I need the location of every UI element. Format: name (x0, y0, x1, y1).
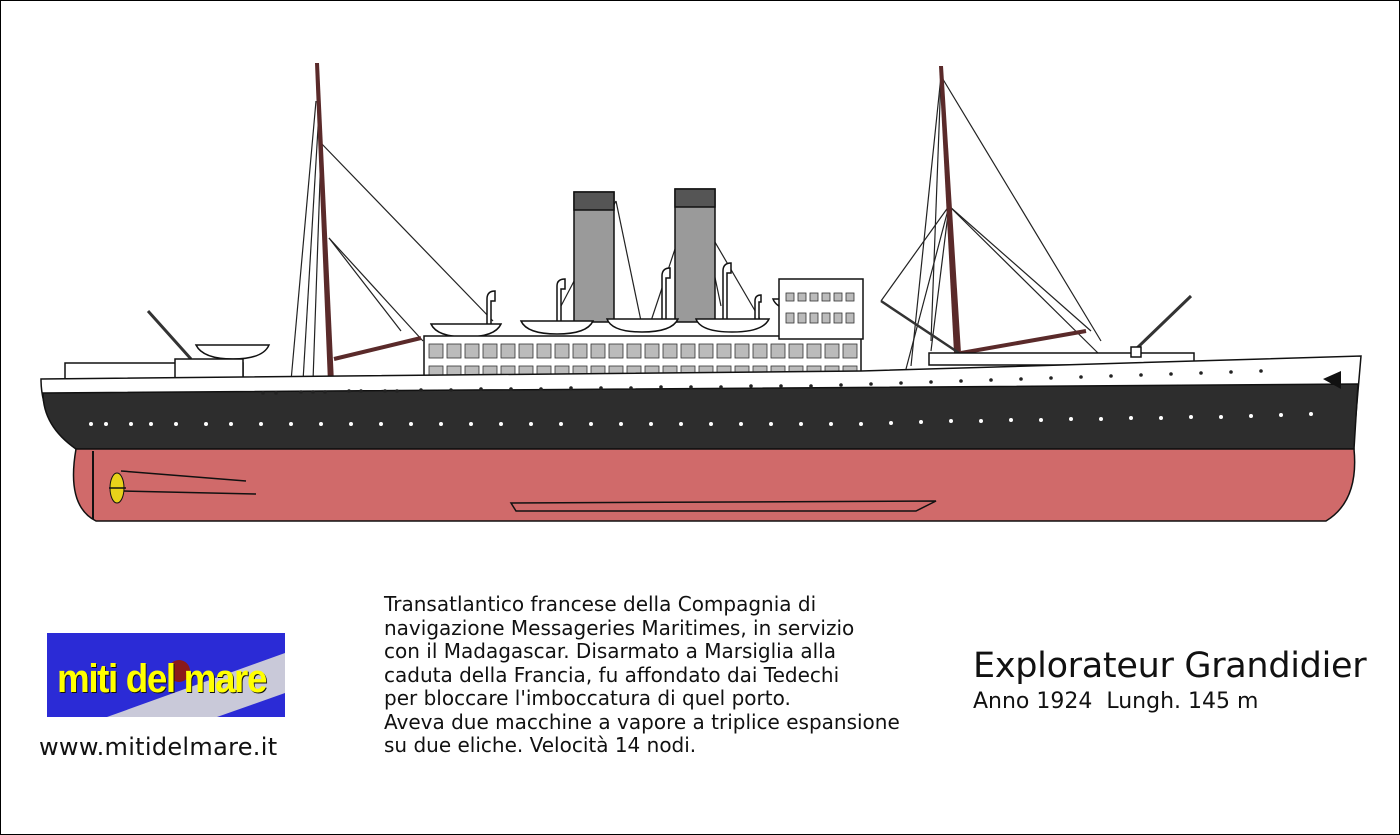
funnel-aft (674, 188, 716, 323)
description-line: Transatlantico francese della Compagnia … (384, 592, 817, 616)
ship-specs: Anno 1924 Lungh. 145 m (973, 689, 1259, 714)
anchor-icon (1323, 371, 1341, 389)
description-line: per bloccare l'imboccatura di quel porto… (384, 686, 791, 710)
funnel-fore (573, 191, 615, 323)
fore-mast (315, 63, 334, 383)
logo-text: miti del mare (57, 657, 267, 701)
funnels (573, 188, 716, 323)
description-line: navigazione Messageries Maritimes, in se… (384, 615, 855, 640)
hull-lower (72, 448, 1356, 522)
ship-drawing (40, 63, 1362, 522)
upper-portholes (261, 369, 1263, 395)
ship-description: Transatlantico francese della Compagnia … (384, 592, 944, 758)
description-line: caduta della Francia, fu affondato dai T… (384, 662, 840, 687)
ship-name: Explorateur Grandidier (973, 646, 1367, 686)
hull (40, 355, 1362, 522)
website-url: www.mitidelmare.it (39, 733, 278, 761)
site-logo: miti del mare (47, 633, 285, 717)
masts (146, 63, 1193, 383)
description-line: Aveva due macchine a vapore a triplice e… (384, 709, 900, 734)
description-line: su due eliche. Velocità 14 nodi. (384, 733, 697, 757)
lower-portholes (89, 412, 1313, 426)
bilge-keel (509, 500, 937, 512)
main-mast (939, 66, 961, 353)
ventilators (486, 262, 762, 327)
description-line: con il Madagascar. Disarmato a Marsiglia… (384, 639, 836, 663)
logo-swoosh-icon (107, 653, 285, 717)
